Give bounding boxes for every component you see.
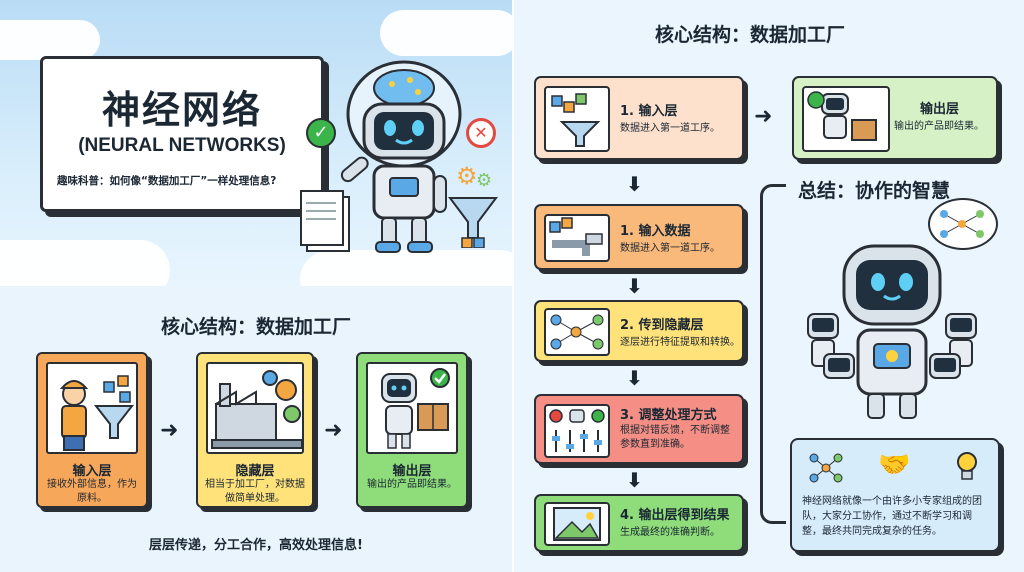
handshake-icon: 🤝 bbox=[878, 450, 911, 480]
arrow-down-icon: ⬇ bbox=[626, 366, 643, 390]
arrow-right-icon: ➜ bbox=[160, 418, 179, 443]
page-subtitle: (NEURAL NETWORKS) bbox=[78, 135, 286, 156]
step-title: 输出层 bbox=[920, 102, 960, 117]
step-desc: 根据对错反馈，不断调整参数直到准确。 bbox=[620, 425, 730, 450]
gear-icon: ⚙ bbox=[456, 162, 478, 190]
arrow-right-icon: ➜ bbox=[324, 418, 343, 443]
paper-stack-icon bbox=[300, 190, 354, 254]
summary-box: 🤝 神经网络就像一个由许多小专家组成的团队，大家分工协作，通过不断学习和调整，最… bbox=[790, 438, 1000, 552]
card-title: 输出层 bbox=[392, 464, 432, 479]
network-icon bbox=[544, 308, 610, 356]
step-title: 1. 输入层 bbox=[620, 104, 678, 119]
top-output-card: 输出层 输出的产品即结果。 bbox=[792, 76, 998, 160]
lightbulb-icon bbox=[957, 452, 977, 480]
input-layer-card: 输入层 接收外部信息，作为原料。 bbox=[36, 352, 148, 508]
output-layer-card: 输出层 输出的产品即结果。 bbox=[356, 352, 468, 508]
right-section-heading: 核心结构：数据加工厂 bbox=[654, 24, 845, 46]
card-desc: 相当于加工厂，对数据做简单处理。 bbox=[205, 479, 305, 504]
worker-funnel-image bbox=[46, 362, 138, 454]
step-desc: 数据进入第一道工序。 bbox=[620, 243, 720, 254]
step-title: 3. 调整处理方式 bbox=[620, 408, 717, 423]
cross-icon: ✕ bbox=[466, 118, 496, 148]
arrow-down-icon: ⬇ bbox=[626, 468, 643, 492]
funnel-icon bbox=[544, 86, 610, 152]
robot-team-icon bbox=[807, 244, 977, 419]
arrow-down-icon: ⬇ bbox=[626, 172, 643, 196]
title-note: 趣味科普：如何像“数据加工厂”一样处理信息? bbox=[57, 175, 277, 187]
card-title: 输入层 bbox=[72, 464, 112, 479]
summary-heading: 总结：协作的智慧 bbox=[798, 180, 951, 202]
card-desc: 接收外部信息，作为原料。 bbox=[47, 479, 137, 504]
pipe-icon bbox=[544, 214, 610, 262]
factory-image bbox=[206, 362, 304, 454]
card-title: 隐藏层 bbox=[235, 464, 275, 479]
step-output: 4. 输出层得到结果 生成最终的准确判断。 bbox=[534, 494, 744, 552]
robot-icon bbox=[340, 60, 462, 253]
left-section-heading: 核心结构：数据加工厂 bbox=[160, 316, 351, 338]
step-title: 4. 输出层得到结果 bbox=[620, 508, 730, 523]
robot-box-icon bbox=[802, 86, 890, 152]
summary-bracket bbox=[760, 184, 786, 524]
card-desc: 输出的产品即结果。 bbox=[367, 479, 457, 490]
page-title: 神经网络 bbox=[101, 88, 262, 132]
robot-box-image bbox=[366, 362, 458, 454]
step-title: 2. 传到隐藏层 bbox=[620, 318, 704, 333]
arrow-down-icon: ⬇ bbox=[626, 274, 643, 298]
step-desc: 逐层进行特征提取和转换。 bbox=[620, 337, 740, 348]
gear-icon: ⚙ bbox=[476, 170, 493, 191]
funnel-icon bbox=[448, 197, 498, 248]
step-input-data: 1. 输入数据 数据进入第一道工序。 bbox=[534, 204, 744, 270]
check-icon: ✓ bbox=[306, 118, 336, 148]
step-desc: 数据进入第一道工序。 bbox=[620, 123, 720, 134]
step-hidden-layer: 2. 传到隐藏层 逐层进行特征提取和转换。 bbox=[534, 300, 744, 362]
top-input-card: 1. 输入层 数据进入第一道工序。 bbox=[534, 76, 744, 160]
sliders-icon bbox=[544, 404, 610, 458]
step-desc: 输出的产品即结果。 bbox=[894, 121, 984, 132]
hidden-layer-card: 隐藏层 相当于加工厂，对数据做简单处理。 bbox=[196, 352, 314, 508]
image-icon bbox=[544, 502, 610, 546]
left-footer-text: 层层传递，分工合作，高效处理信息! bbox=[149, 538, 363, 553]
step-title: 1. 输入数据 bbox=[620, 224, 691, 239]
summary-text: 神经网络就像一个由许多小专家组成的团队，大家分工协作，通过不断学习和调整，最终共… bbox=[802, 496, 982, 537]
thought-bubble bbox=[928, 198, 998, 250]
arrow-right-icon: ➜ bbox=[754, 104, 773, 129]
network-icon bbox=[809, 453, 843, 483]
step-desc: 生成最终的准确判断。 bbox=[620, 527, 720, 538]
step-adjust: 3. 调整处理方式 根据对错反馈，不断调整参数直到准确。 bbox=[534, 394, 744, 464]
title-card: 神经网络 (NEURAL NETWORKS) 趣味科普：如何像“数据加工厂”一样… bbox=[40, 56, 324, 212]
